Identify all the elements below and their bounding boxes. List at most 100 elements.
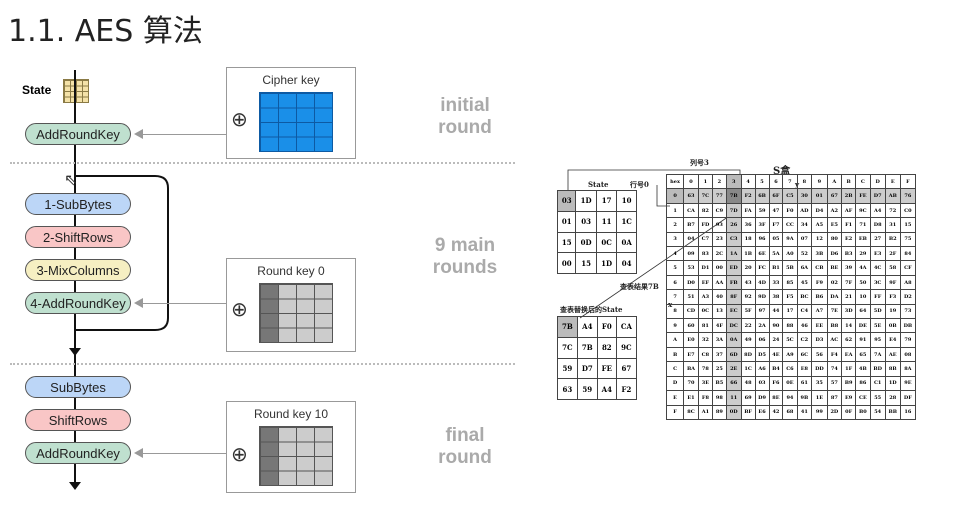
sbox-cell: 44 [768,303,784,320]
sbox-cell: 51 [683,289,699,305]
table-cell: 59 [557,357,578,380]
table-cell: 0A [616,231,637,254]
sbox-cell: 56 [811,346,828,363]
row-header: 1 [665,202,685,219]
sbox-cell: BD [869,361,886,377]
sbox-cell: 61 [796,375,813,392]
sbox-cell: 2D [826,404,843,420]
sbox-cell: 2B [841,188,857,204]
sbox-cell: 84 [899,246,917,262]
sbox-cell: 37 [711,346,727,363]
sbox-cell: 4E [768,346,784,363]
sbox-cell: 72 [884,202,901,219]
table-cell: 82 [596,336,617,359]
sbox-cell: D4 [811,202,828,219]
sbox-cell: 63 [683,188,699,204]
sbox-cell: 9D [754,289,770,305]
sbox-cell: CB [811,260,828,276]
column-header: A [826,173,843,190]
sbox-cell: 66 [725,375,742,392]
sbox-cell: E4 [884,332,901,348]
column-header: F [899,173,917,190]
sbox-cell: 90 [768,318,784,334]
sbox-cell: A3 [697,289,713,305]
sbox-cell: 83 [697,246,713,262]
sbox-cell: 18 [740,231,756,248]
sbox-cell: 4D [754,274,770,291]
sbox-cell: AA [711,274,727,291]
phase-main-label: 9 main rounds [432,235,498,278]
sbox-cell: 58 [884,260,901,276]
sbox-cell: 14 [841,318,857,334]
sbox-cell: BE [826,260,843,276]
sbox-cell: B8 [826,318,843,334]
key-arrow [140,303,226,304]
sbox-cell: BB [884,404,901,420]
sbox-cell: 25 [711,361,727,377]
sbox-cell: 80 [826,231,843,248]
sbox-cell: C6 [782,361,798,377]
sbox-cell: B7 [683,217,699,233]
row-header: 6 [665,274,685,291]
sbox-cell: 85 [782,274,798,291]
sbox-cell: 40 [711,289,727,305]
table-cell: 10 [616,190,637,212]
key-arrow-head-icon [134,448,143,458]
table-cell: 15 [556,231,577,254]
sbox-cell: 74 [826,361,843,377]
sbox-cell: 8E [768,390,784,406]
sbox-cell: 50 [855,274,871,291]
page-title: 1.1. AES 算法 [8,14,203,49]
sbox-cell: B3 [841,246,857,262]
xor-icon: ⊕ [231,107,248,131]
sbox-cell: 0D [725,404,742,420]
sbox-cell: EE [811,318,828,334]
sbox-cell: 49 [740,332,756,348]
sbox-cell: A2 [826,202,843,219]
row-header: E [665,390,685,406]
sbox-cell: 1D [884,375,901,392]
sbox-cell: E0 [683,332,699,348]
state-label: State [22,83,52,97]
divider-line [10,162,515,164]
sbox-cell: 30 [796,188,813,204]
round-key-10-box: Round key 10 ⊕ [226,401,356,493]
sbox-cell: 7B [725,188,742,204]
sbox-cell: C9 [711,202,727,219]
sbox-cell: 9E [899,375,917,392]
sbox-cell: D3 [811,332,828,348]
sbox-cell: 95 [869,332,886,348]
sbox-cell: C0 [899,202,917,219]
shiftrows-step: 2-ShiftRows [25,226,131,248]
column-header: 6 [768,173,784,190]
cipher-key-box: Cipher key ⊕ [226,67,356,159]
sbox-cell: 78 [697,361,713,377]
sbox-cell: 1F [841,361,857,377]
sbox-cell: B1 [768,260,784,276]
sbox-cell: 5A [768,246,784,262]
main-addroundkey-step: 4-AddRoundKey [25,292,131,314]
sbox-cell: BA [683,361,699,377]
sbox-cell: F9 [811,274,828,291]
key-arrow [140,453,226,454]
sbox-cell: FC [754,260,770,276]
sbox-cell: CD [683,303,699,320]
sbox-cell: E3 [869,246,886,262]
table-cell: 1D [595,252,618,274]
sbox-cell: 54 [869,404,886,420]
sbox-cell: 79 [899,332,917,348]
sbox-cell: 75 [899,231,917,248]
sbox-cell: 9A [782,231,798,248]
cipher-key-label: Cipher key [262,73,320,87]
sbox-cell: 81 [697,318,713,334]
after-state-title: 查表替换后的State [560,305,623,314]
sbox-cell: 76 [899,188,917,204]
sbox-cell: 0F [841,404,857,420]
sbox-cell: DC [725,318,742,334]
